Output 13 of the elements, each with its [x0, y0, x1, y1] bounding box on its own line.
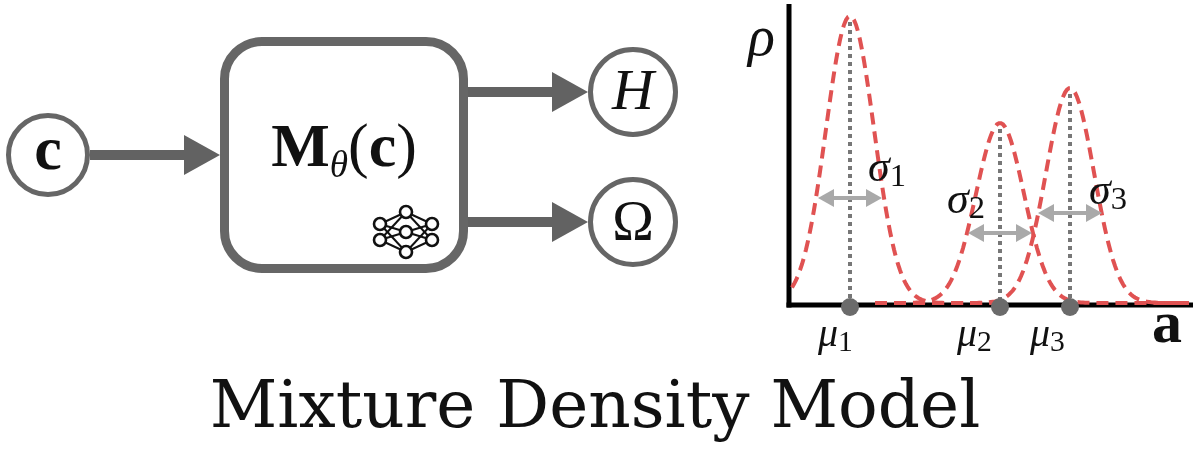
math-symbol: Ω: [612, 193, 654, 249]
sigma-label: σ$_{2}$: [947, 177, 985, 221]
mean-label: μ$_{3}$: [1030, 313, 1065, 353]
math-symbol: c: [34, 117, 62, 179]
arrow: [468, 202, 588, 242]
arrow: [468, 72, 588, 112]
sigma-label: σ$_{1}$: [868, 145, 906, 189]
axis-label: a: [1152, 292, 1182, 352]
sigma-label: σ$_{3}$: [1089, 168, 1127, 212]
model-box: [220, 37, 468, 273]
mean-label: μ$_{2}$: [957, 313, 992, 353]
arrow: [90, 135, 220, 175]
mean-label: μ$_{1}$: [818, 313, 853, 353]
